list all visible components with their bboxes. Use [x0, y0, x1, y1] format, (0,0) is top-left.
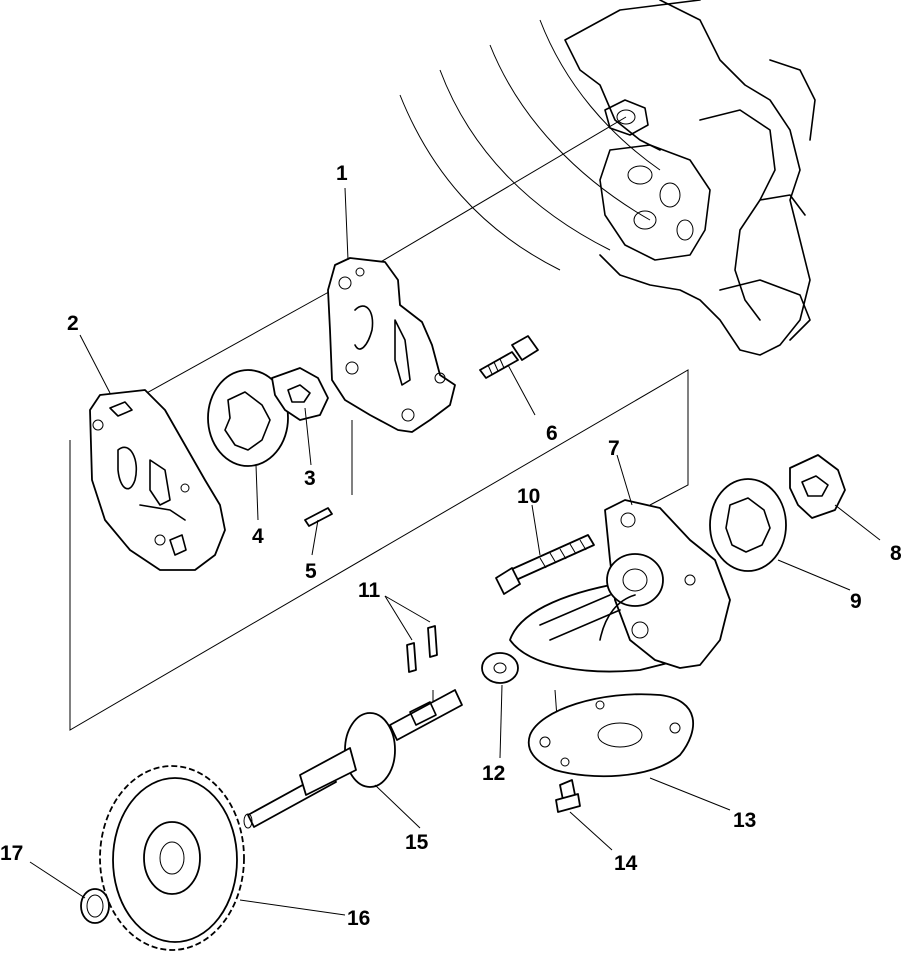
- callout-9: 9: [850, 590, 862, 613]
- part-14-screw: [555, 779, 581, 813]
- callout-16: 16: [347, 907, 370, 930]
- part-5-dowel-pin: [304, 507, 333, 527]
- part-1-pump-plate: [327, 257, 456, 433]
- part-7-pump-housing: [509, 499, 731, 673]
- part-12-washer: [481, 652, 519, 684]
- callout-3: 3: [304, 467, 316, 490]
- callout-7: 7: [608, 437, 620, 460]
- part-4-outer-rotor: [207, 369, 289, 467]
- callout-11: 11: [358, 579, 381, 602]
- callout-14: 14: [614, 852, 638, 875]
- callout-12: 12: [482, 762, 505, 785]
- callout-13: 13: [733, 809, 756, 832]
- part-2-pump-cover: [89, 389, 226, 571]
- leader-lines: [29, 187, 881, 916]
- part-13-gasket: [527, 693, 694, 778]
- alignment-lines: [69, 116, 689, 761]
- part-16-drive-gear: [99, 765, 245, 951]
- part-6-bolt: [479, 335, 539, 379]
- part-9-outer-rotor: [709, 478, 787, 572]
- callout-8: 8: [890, 542, 902, 565]
- callout-5: 5: [305, 560, 317, 583]
- callout-4: 4: [252, 525, 264, 548]
- callout-15: 15: [405, 831, 429, 854]
- callout-17: 17: [0, 842, 23, 865]
- crankcase-housing: [399, 0, 816, 356]
- part-8-inner-rotor: [789, 454, 846, 519]
- part-3-inner-rotor: [271, 367, 329, 421]
- part-15-shaft: [243, 689, 463, 829]
- callout-10: 10: [517, 485, 540, 508]
- callout-1: 1: [336, 162, 348, 185]
- part-10-long-bolt: [495, 534, 595, 595]
- part-17-snap-ring: [80, 888, 110, 924]
- part-11-pins: [406, 625, 438, 673]
- callout-labels: 1 2 3 4 5 6 7 8 9 10 11 12 13 14 15 16 1…: [0, 162, 902, 930]
- callout-2: 2: [67, 312, 79, 335]
- callout-6: 6: [546, 422, 558, 445]
